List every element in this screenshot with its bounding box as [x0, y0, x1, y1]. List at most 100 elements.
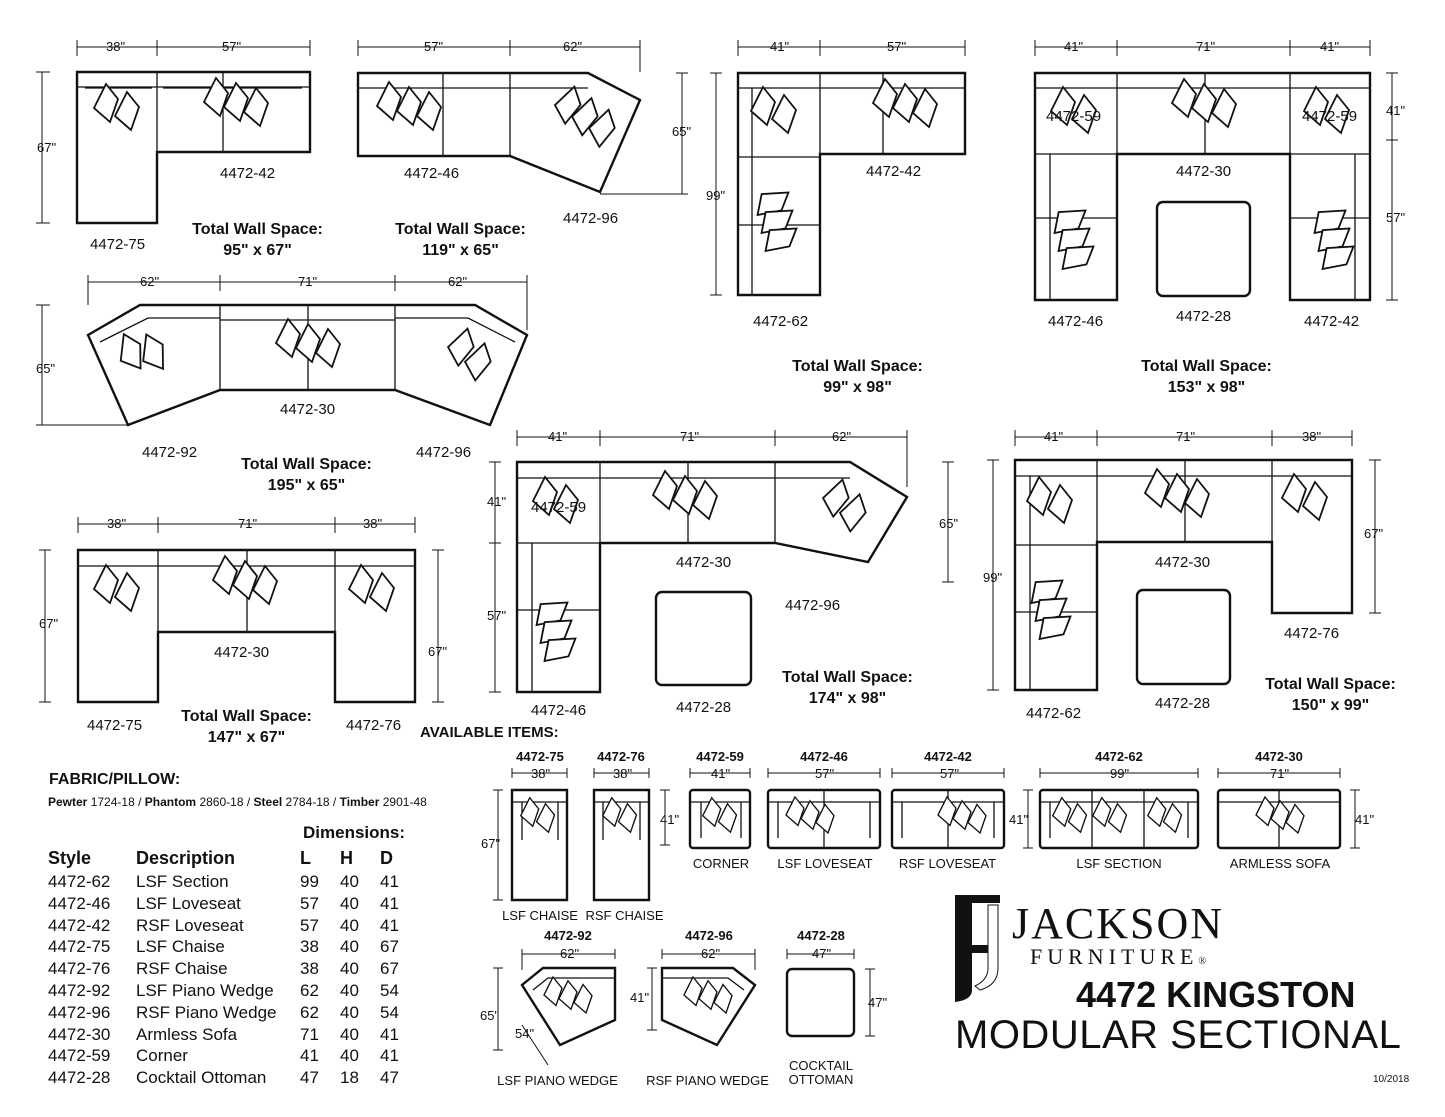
- item-code: 4472-30: [1255, 749, 1303, 764]
- dim-depth: 65": [939, 516, 959, 531]
- piece-code: 4472-92: [142, 444, 198, 461]
- piece-code: 4472-59: [531, 499, 587, 516]
- piece-code: 4472-96: [785, 597, 841, 614]
- model-title: 4472 KINGSTON: [1076, 974, 1356, 1015]
- layout-3: [710, 40, 967, 297]
- piece-code: 4472-28: [1176, 308, 1232, 325]
- dim-depth: 67": [481, 836, 501, 851]
- piece-code: 4472-30: [214, 644, 270, 661]
- piece-code: 4472-76: [346, 717, 402, 734]
- available-items-drawings: [493, 768, 1360, 1066]
- dim-width: 57": [940, 766, 960, 781]
- brand-sub: FURNITURE®: [1030, 944, 1207, 969]
- dim-width: 47": [812, 946, 832, 961]
- dim-depth: 65": [672, 124, 692, 139]
- table-header-row: Style Description L H D: [48, 848, 393, 868]
- piece-code: 4472-75: [87, 717, 143, 734]
- fabric-title: FABRIC/PILLOW:: [49, 771, 181, 788]
- dimensions-title: Dimensions:: [303, 823, 406, 842]
- dim-depth: 99": [983, 570, 1003, 585]
- item-label: RSF LOVESEAT: [898, 856, 997, 871]
- item-label: RSF PIANO WEDGE: [646, 1073, 769, 1088]
- dim-width: 99": [1110, 766, 1130, 781]
- dim-depth: 41": [487, 494, 507, 509]
- dim-side: 54": [515, 1026, 535, 1041]
- dim-depth: 67": [39, 616, 59, 631]
- dim-width: 62": [140, 274, 160, 289]
- piece-code: 4472-46: [531, 702, 587, 719]
- layout-7: [987, 430, 1381, 692]
- piece-code: 4472-30: [1155, 554, 1211, 571]
- dim-width: 57": [815, 766, 835, 781]
- dim-width: 62": [563, 39, 583, 54]
- wall-space: Total Wall Space:95" x 67": [192, 221, 323, 259]
- brand-name: JACKSON: [1012, 899, 1225, 948]
- dim-depth: 41": [1355, 812, 1375, 827]
- wall-space: Total Wall Space:153" x 98": [1141, 358, 1272, 396]
- dim-width: 41": [1064, 39, 1084, 54]
- wall-space: Total Wall Space:99" x 98": [792, 358, 923, 396]
- layout-1: [36, 40, 312, 225]
- item-code: 4472-28: [797, 928, 845, 943]
- wall-space: Total Wall Space:119" x 65": [395, 221, 526, 259]
- dim-width: 38": [106, 39, 126, 54]
- item-label: LSF PIANO WEDGE: [497, 1073, 618, 1088]
- dim-depth: 65": [36, 361, 56, 376]
- dim-width: 57": [424, 39, 444, 54]
- piece-code: 4472-96: [416, 444, 472, 461]
- piece-code: 4472-30: [1176, 163, 1232, 180]
- item-code: 4472-59: [696, 749, 744, 764]
- layout-4: [1033, 40, 1398, 302]
- piece-code: 4472-96: [563, 210, 619, 227]
- layout-5: [36, 275, 529, 427]
- piece-code: 4472-62: [753, 313, 809, 330]
- dim-width: 62": [701, 946, 721, 961]
- piece-code: 4472-30: [280, 401, 336, 418]
- item-code: 4472-42: [924, 749, 972, 764]
- item-label: RSF CHAISE: [585, 908, 664, 923]
- dim-depth: 41": [630, 990, 650, 1005]
- piece-code: 4472-75: [90, 236, 146, 253]
- dim-width: 71": [680, 429, 700, 444]
- item-label: ARMLESS SOFA: [1229, 856, 1331, 871]
- item-code: 4472-96: [685, 928, 733, 943]
- dim-width: 71": [238, 516, 258, 531]
- dim-depth: 47": [868, 995, 888, 1010]
- piece-code: 4472-42: [866, 163, 922, 180]
- dim-width: 38": [1302, 429, 1322, 444]
- item-label: LSF SECTION: [1076, 856, 1162, 871]
- dim-width: 38": [107, 516, 127, 531]
- dim-width: 41": [770, 39, 790, 54]
- dim-depth: 99": [706, 188, 726, 203]
- item-code: 4472-46: [800, 749, 848, 764]
- piece-code: 4472-59: [1302, 108, 1358, 125]
- piece-code: 4472-28: [1155, 695, 1211, 712]
- layout-8: [39, 517, 444, 704]
- dim-width: 41": [1044, 429, 1064, 444]
- wall-space: Total Wall Space:174" x 98": [782, 669, 913, 707]
- dim-depth: 41": [660, 812, 680, 827]
- dim-width: 38": [363, 516, 383, 531]
- model-subtitle: MODULAR SECTIONAL: [955, 1013, 1402, 1057]
- available-items-heading: AVAILABLE ITEMS:: [420, 724, 559, 741]
- dim-depth: 67": [37, 140, 57, 155]
- piece-code: 4472-46: [404, 165, 460, 182]
- piece-code: 4472-30: [676, 554, 732, 571]
- dim-width: 62": [560, 946, 580, 961]
- dim-width: 38": [531, 766, 551, 781]
- dim-depth: 67": [1364, 526, 1384, 541]
- dim-width: 57": [887, 39, 907, 54]
- dim-width: 71": [298, 274, 318, 289]
- dim-width: 62": [448, 274, 468, 289]
- piece-code: 4472-42: [220, 165, 276, 182]
- piece-code: 4472-28: [676, 699, 732, 716]
- dim-depth: 41": [1009, 812, 1029, 827]
